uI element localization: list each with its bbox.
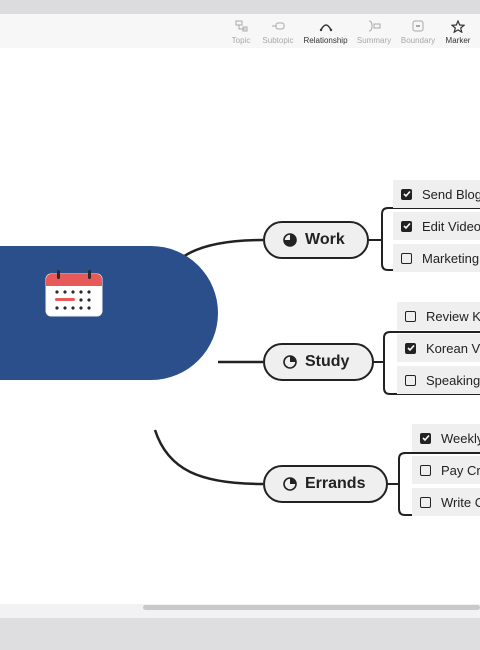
task-text: Speaking — [426, 372, 480, 388]
calendar-icon — [45, 270, 103, 323]
task-text: Pay Cre — [441, 462, 480, 478]
task-text: Edit Video — [422, 218, 480, 234]
topic-button[interactable]: Topic — [229, 17, 253, 47]
horizontal-scrollbar[interactable] — [143, 605, 480, 610]
branch-study[interactable]: Study — [263, 343, 374, 381]
relationship-button[interactable]: Relationship — [303, 17, 348, 47]
task-text: Korean V — [426, 340, 480, 356]
checkbox-empty-icon[interactable] — [401, 252, 412, 264]
task-item[interactable]: Pay Cre — [412, 456, 480, 484]
checkbox-checked-icon[interactable] — [405, 342, 416, 354]
checkbox-empty-icon[interactable] — [405, 310, 416, 322]
task-item[interactable]: Write C — [412, 488, 480, 516]
relationship-label: Relationship — [303, 36, 348, 45]
topic-label: Topic — [231, 36, 251, 45]
summary-label: Summary — [356, 36, 392, 45]
branch-study-label: Study — [305, 353, 350, 370]
checkbox-checked-icon[interactable] — [401, 188, 412, 200]
star-icon — [451, 19, 465, 33]
subtopic-label: Subtopic — [262, 36, 294, 45]
task-text: Send Blog — [422, 186, 480, 202]
task-item[interactable]: Korean V — [397, 334, 480, 362]
progress-quarter-icon — [283, 477, 297, 491]
task-text: Marketing — [422, 250, 480, 266]
marker-label: Marker — [445, 36, 471, 45]
window-top-strip — [0, 0, 480, 14]
subtopic-icon — [271, 19, 285, 33]
checkbox-empty-icon[interactable] — [420, 496, 431, 508]
branch-errands-label: Errands — [305, 475, 366, 492]
branch-errands[interactable]: Errands — [263, 465, 388, 503]
progress-three-quarter-icon — [283, 233, 297, 247]
task-item[interactable]: Marketing — [393, 244, 480, 272]
boundary-label: Boundary — [400, 36, 436, 45]
subtopic-button[interactable]: Subtopic — [262, 17, 294, 47]
task-text: Weekly — [441, 430, 480, 446]
checkbox-checked-icon[interactable] — [420, 432, 431, 444]
task-item[interactable]: Speaking — [397, 366, 480, 394]
checkbox-checked-icon[interactable] — [401, 220, 412, 232]
connector-lines — [153, 207, 480, 516]
toolbar: Topic Subtopic Relationship Summary Boun… — [0, 14, 480, 49]
summary-icon — [367, 19, 381, 33]
branch-work[interactable]: Work — [263, 221, 369, 259]
root-title: To-do List — [0, 388, 135, 414]
checkbox-empty-icon[interactable] — [420, 464, 431, 476]
boundary-icon — [411, 19, 425, 33]
relationship-icon — [319, 19, 333, 33]
branch-work-label: Work — [305, 231, 345, 248]
progress-half-icon — [0, 389, 22, 413]
mindmap-canvas[interactable]: To-do List Work Study Errands Send Blog … — [0, 48, 480, 616]
root-title-text: To-do List — [30, 388, 135, 413]
task-text: Review K — [426, 308, 480, 324]
task-item[interactable]: Send Blog — [393, 180, 480, 208]
task-item[interactable]: Weekly — [412, 424, 480, 452]
summary-button[interactable]: Summary — [357, 17, 391, 47]
task-text: Write C — [441, 494, 480, 510]
topic-icon — [234, 19, 248, 33]
root-topic[interactable] — [0, 246, 218, 380]
task-item[interactable]: Review K — [397, 302, 480, 330]
checkbox-empty-icon[interactable] — [405, 374, 416, 386]
window-footer — [0, 618, 480, 650]
task-item[interactable]: Edit Video — [393, 212, 480, 240]
progress-quarter-icon — [283, 355, 297, 369]
marker-button[interactable]: Marker — [444, 17, 472, 47]
boundary-button[interactable]: Boundary — [400, 17, 436, 47]
